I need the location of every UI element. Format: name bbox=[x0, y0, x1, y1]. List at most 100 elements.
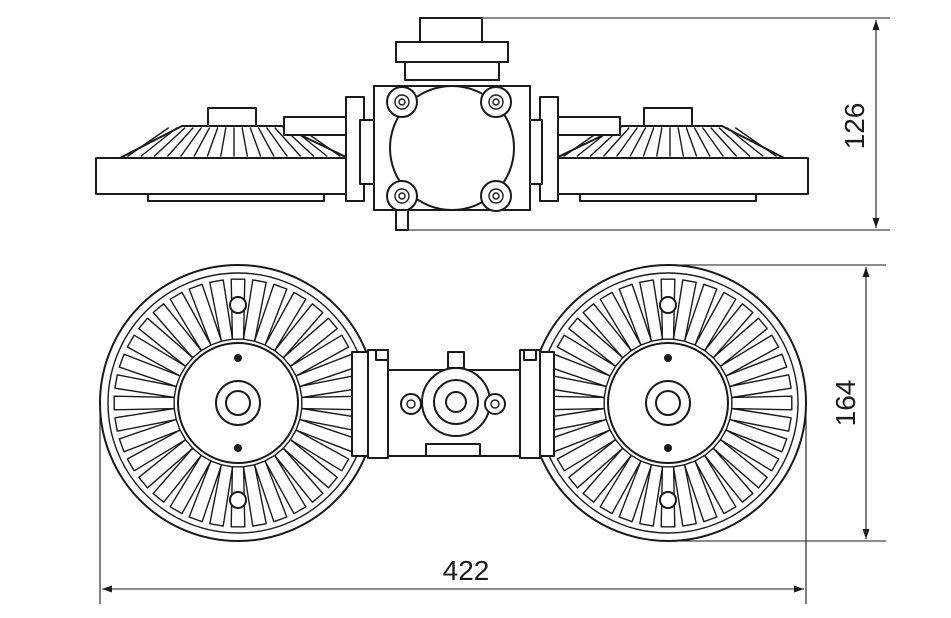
heatsink-fin bbox=[264, 291, 307, 352]
heatsink-fin bbox=[153, 127, 186, 157]
cable-gland bbox=[395, 209, 409, 231]
heatsink-fin bbox=[725, 353, 788, 388]
dimension-label-126: 126 bbox=[839, 103, 870, 150]
heatsink-fin bbox=[599, 454, 642, 515]
heatsink-fin bbox=[582, 303, 632, 359]
heatsink-fin bbox=[220, 127, 227, 157]
heatsink-fin bbox=[180, 127, 202, 157]
heatsink-fin bbox=[274, 127, 301, 157]
heatsink-fin bbox=[672, 279, 697, 342]
heatsink-fin bbox=[685, 127, 698, 157]
dimension-label-422: 422 bbox=[443, 555, 490, 586]
heatsink-fin bbox=[642, 127, 655, 157]
heatsink-fin bbox=[118, 353, 181, 388]
heatsink-fin bbox=[556, 334, 617, 377]
hub-bolt-bottom-left bbox=[386, 180, 418, 212]
heatsink-fin bbox=[230, 466, 246, 528]
heatsink-fin bbox=[704, 447, 754, 503]
heatsink-fin bbox=[138, 317, 194, 367]
heatsink-fin bbox=[206, 127, 219, 157]
heatsink-fin bbox=[282, 439, 338, 489]
heatsink-fin bbox=[289, 334, 350, 377]
heatsink-fin bbox=[693, 127, 711, 157]
heatsink-fin bbox=[694, 454, 737, 515]
heatsink-fin bbox=[242, 464, 267, 527]
heatsink-fin bbox=[140, 127, 178, 157]
heatsink-fin bbox=[712, 317, 768, 367]
heatsink-fin bbox=[188, 283, 223, 346]
dimension-height-front-view: 164 bbox=[668, 264, 886, 542]
junction-box bbox=[351, 349, 555, 459]
heatsink-fin bbox=[167, 127, 194, 157]
hub-bolt-bottom-right bbox=[480, 180, 512, 212]
heatsink-fin bbox=[729, 407, 792, 432]
heatsink-fin bbox=[113, 395, 175, 411]
heatsink-fin bbox=[582, 447, 632, 503]
heatsink-fin bbox=[672, 464, 697, 527]
heatsink-fin bbox=[618, 460, 653, 523]
heatsink-fin bbox=[683, 460, 718, 523]
heatsink-fin bbox=[282, 317, 338, 367]
heatsink-fin bbox=[257, 127, 275, 157]
heatsink-fin bbox=[712, 439, 768, 489]
heatsink-fin bbox=[264, 454, 307, 515]
heatsink-fin bbox=[126, 429, 187, 472]
heatsink-fin bbox=[719, 429, 780, 472]
plan-view: 164 422 bbox=[99, 264, 886, 604]
hub-bolt-top-right bbox=[480, 86, 512, 118]
heatsink-fin bbox=[568, 317, 624, 367]
heatsink-fin bbox=[126, 334, 187, 377]
heatsink-fin bbox=[138, 439, 194, 489]
heatsink-fin bbox=[710, 127, 737, 157]
heatsink-fin bbox=[188, 460, 223, 523]
dimension-height-top-view: 126 bbox=[408, 17, 890, 231]
heatsink-fin bbox=[266, 127, 288, 157]
heatsink-fin bbox=[209, 464, 234, 527]
heatsink-fin bbox=[289, 429, 350, 472]
heatsink-fin bbox=[241, 127, 249, 157]
heatsink-fin bbox=[274, 447, 324, 503]
right-lamp-disk bbox=[529, 264, 807, 542]
heatsink-fin bbox=[603, 127, 630, 157]
heatsink-fin bbox=[618, 283, 653, 346]
heatsink-fin bbox=[718, 127, 751, 157]
heatsink-fin bbox=[169, 291, 212, 352]
heatsink-fin bbox=[118, 418, 181, 453]
left-lamp-head-side bbox=[95, 107, 359, 202]
dimension-label-164: 164 bbox=[830, 380, 861, 427]
left-lamp-disk bbox=[99, 264, 377, 542]
heatsink-fin bbox=[114, 374, 177, 399]
heatsink-fin bbox=[127, 127, 170, 157]
heatsink-fin bbox=[639, 464, 664, 527]
heatsink-fin bbox=[114, 407, 177, 432]
heatsink-fin bbox=[249, 127, 262, 157]
heatsink-fin bbox=[556, 429, 617, 472]
heatsink-fin bbox=[702, 127, 724, 157]
heatsink-fin bbox=[729, 374, 792, 399]
heatsink-fin bbox=[726, 127, 764, 157]
hub-bolt-top-left bbox=[386, 86, 418, 118]
heatsink-fin bbox=[704, 303, 754, 359]
heatsink-fin bbox=[193, 127, 211, 157]
heatsink-fin bbox=[677, 127, 684, 157]
heatsink-fin bbox=[253, 460, 288, 523]
side-elevation-view: 126 bbox=[95, 17, 890, 231]
heatsink-fin bbox=[660, 466, 676, 528]
heatsink-fin bbox=[731, 395, 793, 411]
heatsink-fin bbox=[725, 418, 788, 453]
heatsink-fin bbox=[242, 279, 267, 342]
heatsink-fin bbox=[616, 127, 638, 157]
heatsink-fin bbox=[629, 127, 647, 157]
heatsink-fin bbox=[639, 279, 664, 342]
heatsink-fin bbox=[209, 279, 234, 342]
heatsink-fin bbox=[274, 303, 324, 359]
heatsink-fin bbox=[253, 283, 288, 346]
heatsink-fin bbox=[719, 334, 780, 377]
heatsink-fin bbox=[683, 283, 718, 346]
heatsink-fin bbox=[152, 303, 202, 359]
heatsink-fin bbox=[169, 454, 212, 515]
heatsink-fin bbox=[694, 291, 737, 352]
heatsink-fin bbox=[152, 447, 202, 503]
dimension-total-width: 422 bbox=[99, 403, 807, 604]
